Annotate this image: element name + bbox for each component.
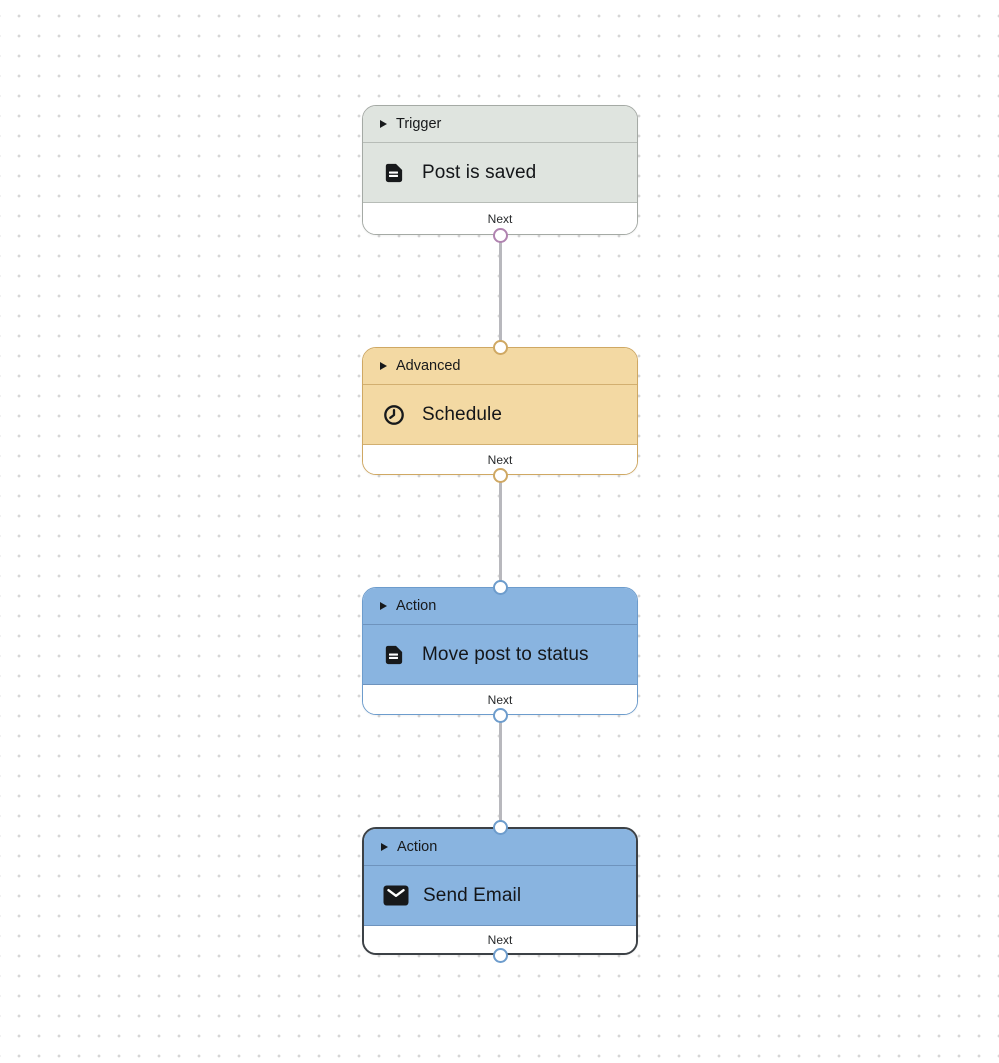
node-title: Move post to status (422, 643, 589, 665)
edge-advanced-to-action1 (498, 475, 502, 587)
input-handle-action-send-email[interactable] (492, 819, 508, 835)
input-handle-action-move-post[interactable] (492, 579, 508, 595)
output-handle-advanced[interactable] (492, 467, 508, 483)
workflow-node-trigger[interactable]: Trigger Post is saved Next (362, 105, 638, 235)
next-output-label: Next (487, 211, 513, 226)
node-header[interactable]: Action (363, 588, 637, 625)
node-category-label: Action (397, 838, 438, 855)
node-body[interactable]: Post is saved (363, 143, 637, 203)
clock-icon (382, 403, 409, 427)
node-header[interactable]: Trigger (363, 106, 637, 143)
next-output-label: Next (487, 692, 513, 707)
edge-trigger-to-advanced (498, 235, 502, 347)
output-handle-action-send-email[interactable] (492, 947, 508, 963)
node-title: Schedule (422, 403, 503, 425)
workflow-node-advanced[interactable]: Advanced Schedule Next (362, 347, 638, 475)
next-output-label: Next (487, 932, 513, 947)
workflow-node-action-move-post[interactable]: Action Move post to status Next (362, 587, 638, 715)
collapse-arrow-icon[interactable] (381, 843, 388, 851)
node-category-label: Trigger (396, 115, 442, 132)
node-category-label: Action (396, 597, 437, 614)
collapse-arrow-icon[interactable] (380, 120, 387, 128)
workflow-node-action-send-email[interactable]: Action Send Email Next (362, 827, 638, 955)
input-handle-advanced[interactable] (492, 339, 508, 355)
node-title: Send Email (423, 884, 522, 906)
output-handle-trigger[interactable] (492, 227, 508, 243)
mail-icon (383, 885, 410, 906)
edge-action1-to-action2 (498, 715, 502, 827)
collapse-arrow-icon[interactable] (380, 602, 387, 610)
node-category-label: Advanced (396, 357, 461, 374)
output-handle-action-move-post[interactable] (492, 707, 508, 723)
node-header[interactable]: Action (364, 829, 636, 866)
node-body[interactable]: Schedule (363, 385, 637, 445)
node-body[interactable]: Move post to status (363, 625, 637, 685)
collapse-arrow-icon[interactable] (380, 362, 387, 370)
next-output-label: Next (487, 452, 513, 467)
node-body[interactable]: Send Email (364, 866, 636, 926)
document-icon (382, 643, 409, 667)
node-title: Post is saved (422, 161, 537, 183)
document-icon (382, 161, 409, 185)
